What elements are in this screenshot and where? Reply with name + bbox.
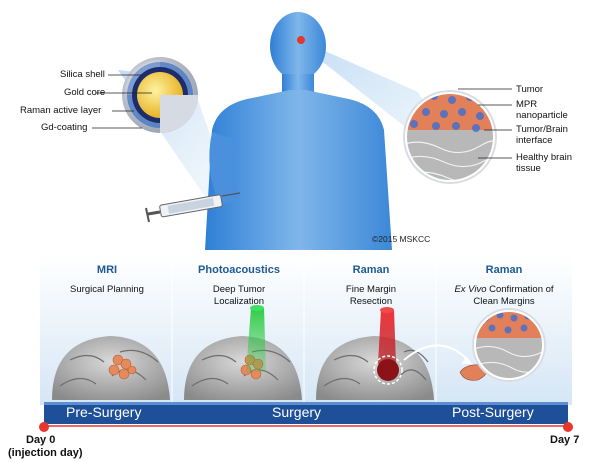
tissue-leaders	[458, 88, 512, 159]
raman-beam	[378, 310, 396, 364]
label-raman-layer: Raman active layer	[20, 105, 102, 116]
timeline-highlight	[44, 402, 568, 405]
label-silica-shell: Silica shell	[60, 69, 105, 80]
day0-label: Day 0	[26, 434, 56, 446]
panel-title-mri: MRI	[96, 264, 118, 276]
label-gd-coating: Gd-coating	[41, 122, 88, 133]
panel-subtitle-raman: Fine Margin Resection	[345, 284, 397, 307]
phase-post-surgery: Post-Surgery	[452, 404, 534, 420]
day7-label: Day 7	[550, 434, 580, 446]
photoacoustic-beam	[246, 308, 266, 372]
syringe-icon	[145, 192, 241, 223]
phase-pre-surgery: Pre-Surgery	[66, 404, 142, 420]
exvivo-rest: Confirmation of Clean Margins	[473, 284, 554, 307]
label-tumor: Tumor	[516, 84, 544, 95]
tissue-magnifier	[403, 90, 497, 184]
copyright: ©2015 MSKCC	[372, 234, 431, 244]
day0-note: (injection day)	[8, 447, 83, 459]
brain-raman	[316, 307, 472, 400]
brain-photoacoustics	[184, 305, 302, 400]
panel-title-exvivo: Raman	[485, 264, 523, 276]
panel-subtitle-photoacoustics: Deep Tumor Localization	[212, 284, 266, 307]
brain-mri	[52, 336, 170, 400]
day7-marker	[563, 422, 573, 432]
label-gold-core: Gold core	[64, 87, 106, 98]
panel-subtitle-exvivo: Ex Vivo Confirmation of Clean Margins	[438, 284, 570, 308]
panel-title-photoacoustics: Photoacoustics	[198, 264, 280, 276]
label-tumor-brain-interface: Tumor/Brain interface	[516, 124, 568, 146]
panel-title-raman: Raman	[352, 264, 390, 276]
phase-surgery: Surgery	[272, 404, 322, 420]
exvivo-italic: Ex Vivo	[454, 284, 487, 295]
day0-marker	[39, 422, 49, 432]
head-tumor-spot	[297, 36, 305, 44]
timeline-bar	[44, 402, 568, 424]
exvivo-magnifier	[459, 308, 546, 382]
label-healthy-tissue: Healthy brain tissue	[516, 152, 572, 174]
panel-subtitle-mri: Surgical Planning	[70, 284, 144, 295]
nanoparticle-leaders	[92, 74, 152, 129]
nanoparticle-diagram	[122, 57, 198, 133]
human-silhouette	[205, 12, 392, 250]
label-mpr-nanoparticle: MPR nanoparticle	[516, 99, 568, 121]
